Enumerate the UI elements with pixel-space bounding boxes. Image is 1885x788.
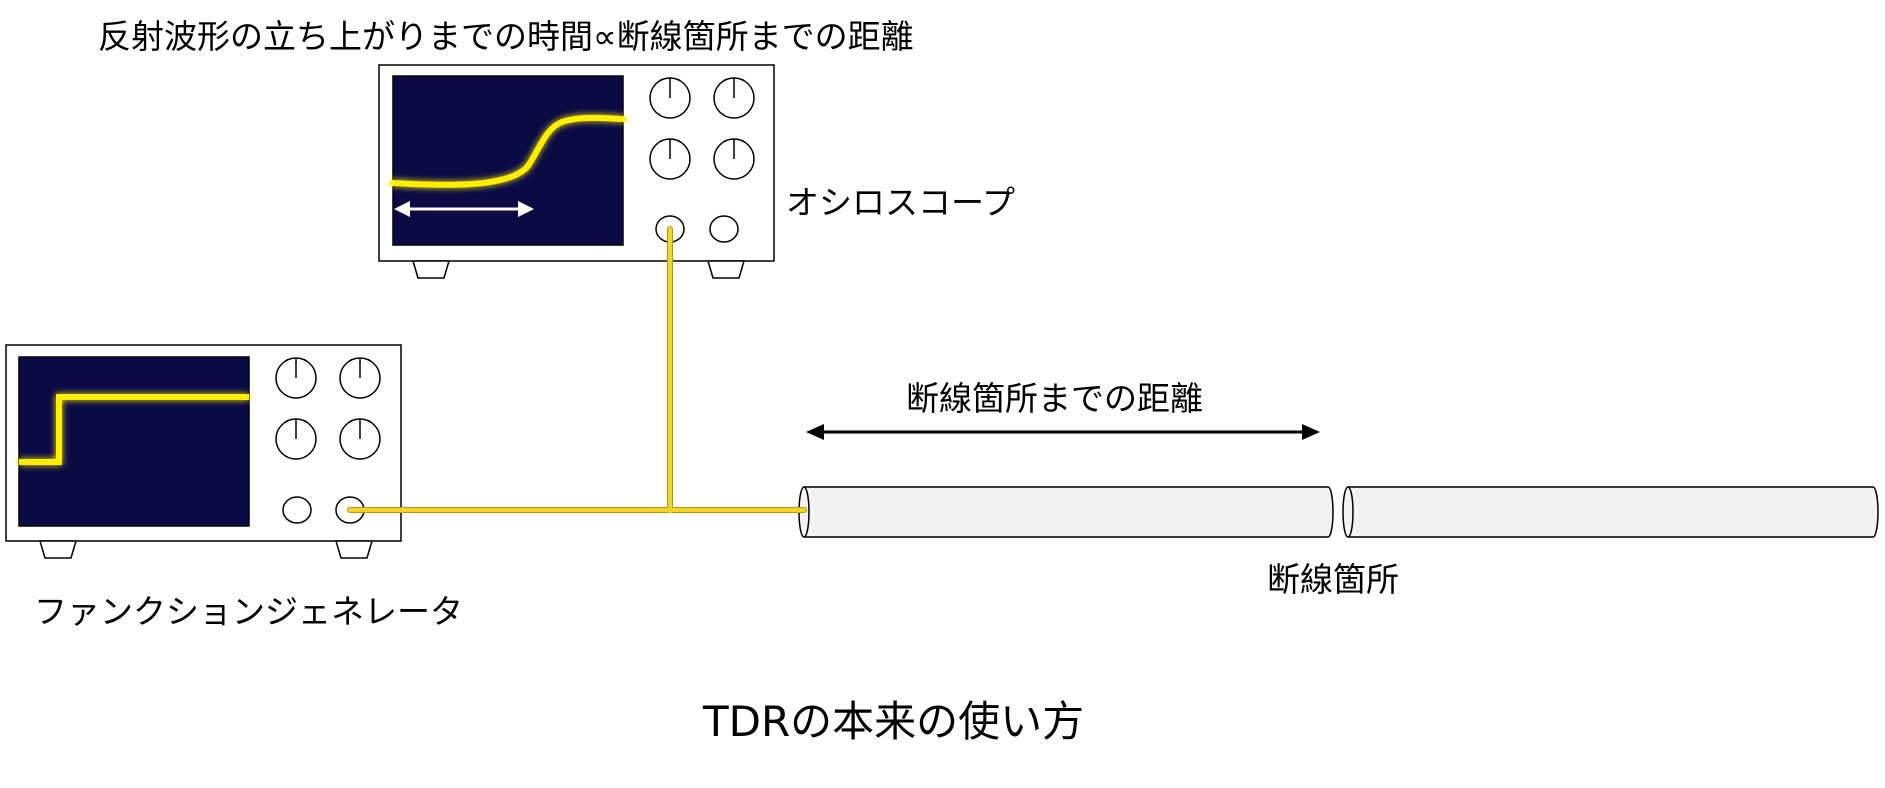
break-point-label: 断線箇所 xyxy=(1267,560,1399,599)
screen-arrow-head-right xyxy=(518,201,534,217)
knob-icon[interactable] xyxy=(275,357,317,399)
reflection-time-note: 反射波形の立ち上がりまでの時間∝断線箇所までの距離 xyxy=(98,17,914,56)
oscilloscope-foot-left xyxy=(411,260,451,279)
function-generator-foot-left xyxy=(38,540,78,559)
oscilloscope xyxy=(378,64,775,279)
wire-junction xyxy=(667,507,673,513)
cable xyxy=(798,486,1879,538)
distance-arrow xyxy=(806,424,1320,440)
cable-segment-1 xyxy=(804,486,1334,538)
function-generator-label: ファンクションジェネレータ xyxy=(34,592,463,631)
knob-icon[interactable] xyxy=(339,357,381,399)
double-arrow-icon xyxy=(394,201,534,217)
port-icon[interactable] xyxy=(709,215,739,243)
cable-segment-2 xyxy=(1348,486,1879,538)
knob-icon[interactable] xyxy=(649,77,691,119)
diagram-title: TDRの本来の使い方 xyxy=(703,697,1085,746)
knob-icon[interactable] xyxy=(275,418,317,460)
oscilloscope-screen xyxy=(392,75,624,246)
port-icon[interactable] xyxy=(282,496,312,524)
distance-label: 断線箇所までの距離 xyxy=(906,379,1203,418)
knob-icon[interactable] xyxy=(713,77,755,119)
cable-segment-2-end xyxy=(1342,486,1354,538)
function-generator xyxy=(5,344,402,559)
connection-wires xyxy=(347,226,807,513)
knob-icon[interactable] xyxy=(649,138,691,180)
knob-icon[interactable] xyxy=(713,138,755,180)
distance-arrow-head-left xyxy=(806,424,824,440)
oscilloscope-foot-right xyxy=(706,260,746,279)
oscilloscope-label: オシロスコープ xyxy=(786,183,1016,222)
function-generator-screen xyxy=(18,356,250,527)
oscilloscope-trace xyxy=(390,114,626,188)
function-generator-foot-right xyxy=(334,540,374,559)
screen-arrow-head-left xyxy=(394,201,410,217)
function-generator-trace xyxy=(19,394,249,465)
knob-icon[interactable] xyxy=(339,418,381,460)
distance-arrow-head-right xyxy=(1302,424,1320,440)
